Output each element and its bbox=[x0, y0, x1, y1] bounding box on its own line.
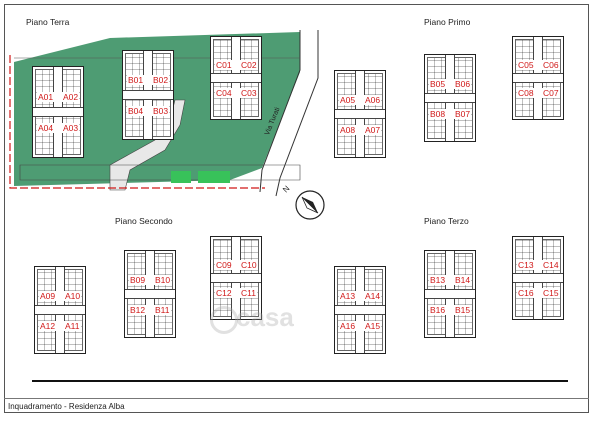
caption-divider bbox=[4, 398, 589, 399]
unit-label: B08 bbox=[429, 108, 447, 119]
unit-label: A11 bbox=[64, 320, 81, 331]
unit-label: B10 bbox=[154, 274, 172, 285]
building-terzo-a bbox=[334, 266, 386, 354]
floor-label-secondo: Piano Secondo bbox=[115, 216, 173, 226]
unit-label: B14 bbox=[454, 274, 472, 285]
unit-label: C06 bbox=[542, 59, 560, 70]
unit-label: B09 bbox=[129, 274, 147, 285]
unit-label: B07 bbox=[454, 108, 472, 119]
unit-label: C10 bbox=[240, 259, 258, 270]
unit-label: A07 bbox=[364, 124, 382, 135]
floor-label-terzo: Piano Terzo bbox=[424, 216, 469, 226]
building-primo-c bbox=[512, 36, 564, 120]
floor-label-terra: Piano Terra bbox=[26, 17, 70, 27]
unit-label: A03 bbox=[62, 123, 80, 134]
unit-label: A09 bbox=[39, 290, 57, 301]
unit-label: B16 bbox=[429, 304, 447, 315]
unit-label: B05 bbox=[429, 78, 447, 89]
street-edge bbox=[259, 30, 301, 193]
building-secondo-a bbox=[34, 266, 86, 354]
unit-label: C12 bbox=[215, 288, 233, 299]
unit-label: B12 bbox=[129, 304, 147, 315]
unit-label: B06 bbox=[454, 78, 472, 89]
building-terra-a bbox=[32, 66, 84, 158]
building-terzo-c bbox=[512, 236, 564, 320]
unit-label: C08 bbox=[517, 88, 535, 99]
unit-label: B01 bbox=[127, 75, 145, 86]
building-primo-b bbox=[424, 54, 476, 142]
unit-label: C14 bbox=[542, 259, 560, 270]
unit-label: C07 bbox=[542, 88, 560, 99]
unit-label: A13 bbox=[339, 290, 357, 301]
path-walkway-2 bbox=[19, 164, 301, 181]
unit-label: A10 bbox=[64, 290, 82, 301]
svg-text:N: N bbox=[281, 184, 292, 195]
unit-label: B02 bbox=[152, 75, 170, 86]
unit-label: A06 bbox=[364, 94, 382, 105]
sheet-caption: Inquadramento - Residenza Alba bbox=[8, 402, 125, 411]
sheet-frame bbox=[4, 4, 589, 413]
hedge-2 bbox=[198, 171, 230, 183]
building-terzo-b bbox=[424, 250, 476, 338]
unit-label: B11 bbox=[154, 304, 171, 315]
hedge-1 bbox=[171, 171, 191, 183]
unit-label: C15 bbox=[542, 288, 560, 299]
unit-label: C16 bbox=[517, 288, 535, 299]
unit-label: B04 bbox=[127, 105, 145, 116]
street-edge-2 bbox=[275, 30, 319, 197]
unit-label: C01 bbox=[215, 59, 233, 70]
unit-label: C09 bbox=[215, 259, 233, 270]
site-boundary bbox=[9, 55, 265, 189]
unit-label: A16 bbox=[339, 320, 357, 331]
unit-label: A05 bbox=[339, 94, 357, 105]
unit-label: A08 bbox=[339, 124, 357, 135]
building-terra-c bbox=[210, 36, 262, 120]
watermark-text: casa bbox=[236, 302, 294, 332]
watermark-logo-icon bbox=[210, 306, 238, 334]
scale-bar bbox=[32, 380, 568, 382]
unit-label: B15 bbox=[454, 304, 472, 315]
unit-label: A12 bbox=[39, 320, 57, 331]
unit-label: A04 bbox=[37, 123, 55, 134]
unit-label: A01 bbox=[37, 91, 55, 102]
unit-label: A15 bbox=[364, 320, 382, 331]
unit-label: A02 bbox=[62, 91, 80, 102]
unit-label: C04 bbox=[215, 88, 233, 99]
unit-label: C05 bbox=[517, 59, 535, 70]
unit-label: C03 bbox=[240, 88, 258, 99]
unit-label: B03 bbox=[152, 105, 170, 116]
unit-label: C11 bbox=[240, 288, 257, 299]
building-secondo-b bbox=[124, 250, 176, 338]
building-terra-b bbox=[122, 50, 174, 140]
unit-label: C13 bbox=[517, 259, 535, 270]
north-arrow-icon: N bbox=[281, 184, 325, 220]
unit-label: C02 bbox=[240, 59, 258, 70]
unit-label: B13 bbox=[429, 274, 447, 285]
building-primo-a bbox=[334, 70, 386, 158]
unit-label: A14 bbox=[364, 290, 382, 301]
floor-label-primo: Piano Primo bbox=[424, 17, 471, 27]
